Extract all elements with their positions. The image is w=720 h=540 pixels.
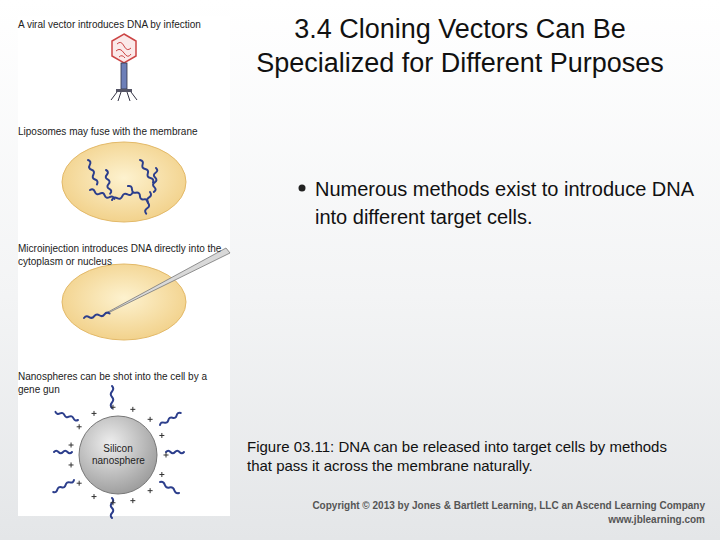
plus-charge — [148, 417, 153, 422]
dna-strand — [145, 192, 152, 214]
plus-charge — [77, 481, 82, 486]
dna-strand — [111, 191, 133, 201]
phage-tail-fibers — [111, 92, 137, 101]
plus-charge — [159, 433, 164, 438]
plus-charge — [92, 411, 97, 416]
target-cell — [62, 142, 186, 222]
injection-needle — [108, 248, 230, 312]
plus-charge — [110, 405, 115, 410]
dna-strand — [159, 481, 179, 494]
dna-strand — [53, 479, 75, 493]
bullet-text: Numerous methods exist to introduce DNA … — [315, 175, 693, 231]
node-label: Silicon nanosphere — [92, 443, 144, 467]
dna-strand — [159, 412, 181, 426]
plus-charge — [164, 453, 169, 458]
dna-strand — [111, 386, 114, 408]
plus-charge — [69, 443, 74, 448]
dna-strand — [152, 168, 157, 192]
dna-strand — [166, 451, 184, 454]
bullet-mark — [299, 185, 306, 192]
panel-label: Liposomes may fuse with the membrane — [18, 125, 232, 138]
dna-strand — [84, 312, 110, 319]
charge-signs — [69, 405, 169, 505]
plus-charge — [148, 488, 153, 493]
plus-charge — [92, 494, 97, 499]
node-content: Silicon nanosphere — [78, 415, 158, 495]
dna-strand — [139, 159, 155, 183]
dna-strand — [87, 159, 99, 184]
phage-baseplate — [116, 89, 132, 92]
bullet-dot — [299, 185, 306, 192]
plus-charge — [77, 424, 82, 429]
plus-charge — [159, 472, 164, 477]
figure-caption: Figure 03.11: DNA can be released into t… — [247, 437, 667, 475]
panel-label: Microinjection introduces DNA directly i… — [18, 242, 232, 268]
phage-virus — [111, 34, 137, 101]
copyright-line: Copyright © 2013 by Jones & Bartlett Lea… — [300, 499, 705, 512]
copyright-url: www.jblearning.com — [300, 513, 705, 526]
phage-sheath — [121, 63, 127, 89]
dna-strand — [105, 170, 112, 194]
phage-head — [112, 34, 136, 63]
sphere-fill — [79, 416, 157, 494]
phage-dna — [116, 42, 131, 58]
slide-title: 3.4 Cloning Vectors Can Be Specialized f… — [250, 12, 670, 80]
panel-label: A viral vector introduces DNA by infecti… — [18, 18, 232, 31]
dna-strand — [89, 189, 114, 201]
nanosphere-circle: Silicon nanosphere — [78, 415, 158, 495]
plus-charge — [130, 407, 135, 412]
panel-label: Nanospheres can be shot into the cell by… — [18, 370, 232, 396]
dna-strand — [55, 411, 78, 422]
target-cell — [62, 264, 186, 340]
plus-charge — [69, 462, 74, 467]
plus-charge — [130, 498, 135, 503]
plus-charge — [110, 500, 115, 505]
dna-strands — [53, 159, 184, 518]
needle-body — [108, 248, 230, 312]
dna-strand — [54, 451, 72, 454]
